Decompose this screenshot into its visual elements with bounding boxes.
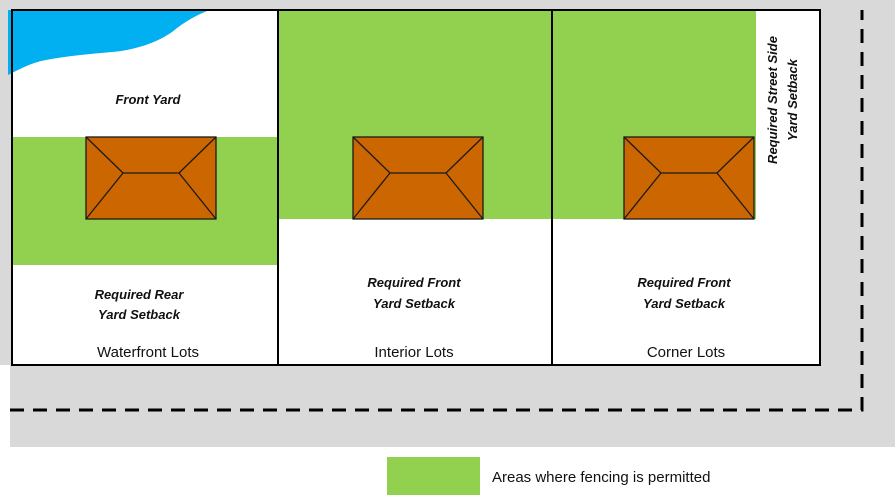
legend: Areas where fencing is permitted [387, 457, 710, 495]
lot-type-label: Corner Lots [647, 344, 725, 361]
street-side-setback-label-line2: Yard Setback [785, 58, 800, 141]
lot-type-label: Interior Lots [374, 344, 453, 361]
interior-lot: Required Front Yard Setback Interior Lot… [278, 10, 552, 365]
front-yard-label: Front Yard [115, 92, 181, 107]
house-roof-icon [85, 136, 217, 220]
street-side-setback-label-line1: Required Street Side [765, 36, 780, 164]
water-body-icon [8, 10, 210, 75]
house-roof-icon [352, 136, 484, 220]
lot-type-label: Waterfront Lots [97, 344, 199, 361]
rear-setback-label-line1: Required Rear [95, 287, 185, 302]
dashed-property-line-icon [10, 10, 864, 412]
legend-label: Areas where fencing is permitted [492, 469, 710, 486]
front-setback-label-line1: Required Front [637, 275, 731, 290]
front-setback-label-line1: Required Front [367, 275, 461, 290]
rear-setback-label-line2: Yard Setback [98, 307, 181, 322]
corner-lot: Required Front Yard Setback Required Str… [552, 10, 820, 365]
waterfront-lot: Front Yard Required Rear Yard Setback Wa… [8, 10, 278, 365]
house-roof-icon [623, 136, 755, 220]
front-setback-label-line2: Yard Setback [373, 296, 456, 311]
front-setback-label-line2: Yard Setback [643, 296, 726, 311]
lot-borders [11, 9, 821, 366]
legend-swatch [387, 457, 480, 495]
